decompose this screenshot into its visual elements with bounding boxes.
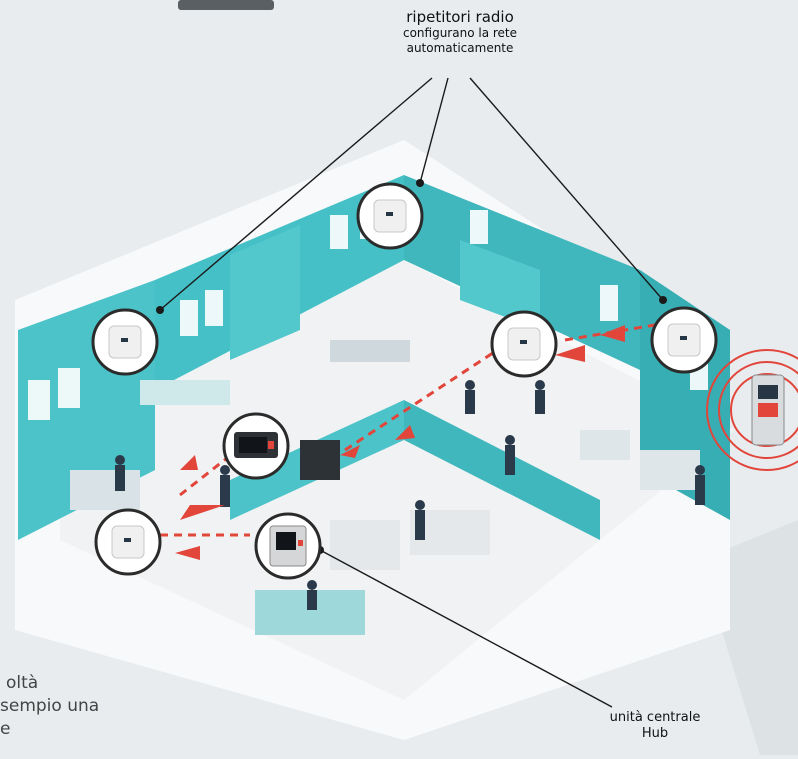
repeaters-label: ripetitori radio configurano la rete aut… — [360, 8, 560, 56]
repeater-right — [650, 306, 718, 374]
people — [115, 380, 705, 610]
repeaters-subtitle-line2: automaticamente — [406, 41, 514, 55]
hub-label-line1: unità centrale — [609, 710, 701, 725]
repeater-center — [490, 310, 558, 378]
repeater-top — [356, 182, 424, 250]
alarm-signal — [706, 349, 798, 471]
repeaters-title: ripetitori radio — [406, 8, 514, 26]
partition-2 — [460, 240, 540, 330]
partition-1 — [230, 225, 300, 360]
hub-device — [254, 512, 322, 580]
cropped-body-text: oltà sempio una e — [0, 672, 99, 741]
hub-label: unità centrale Hub — [560, 710, 750, 742]
alarm-button-device — [751, 374, 785, 446]
floor — [60, 260, 735, 700]
cropped-line-2: sempio una — [0, 696, 100, 716]
cropped-line-1: oltà — [6, 673, 39, 693]
partition-4 — [404, 400, 600, 540]
repeaters-subtitle-line1: configurano la rete — [402, 26, 518, 40]
keypad-device — [222, 412, 290, 480]
furniture — [70, 340, 700, 635]
leader-lines — [159, 77, 664, 708]
top-left-tab — [178, 0, 274, 10]
signal-arrows — [175, 325, 625, 560]
cropped-line-3: e — [0, 719, 11, 739]
repeater-bottom-left — [94, 508, 162, 576]
repeater-left — [91, 308, 159, 376]
windows — [28, 205, 708, 420]
hub-label-line2: Hub — [641, 726, 669, 741]
